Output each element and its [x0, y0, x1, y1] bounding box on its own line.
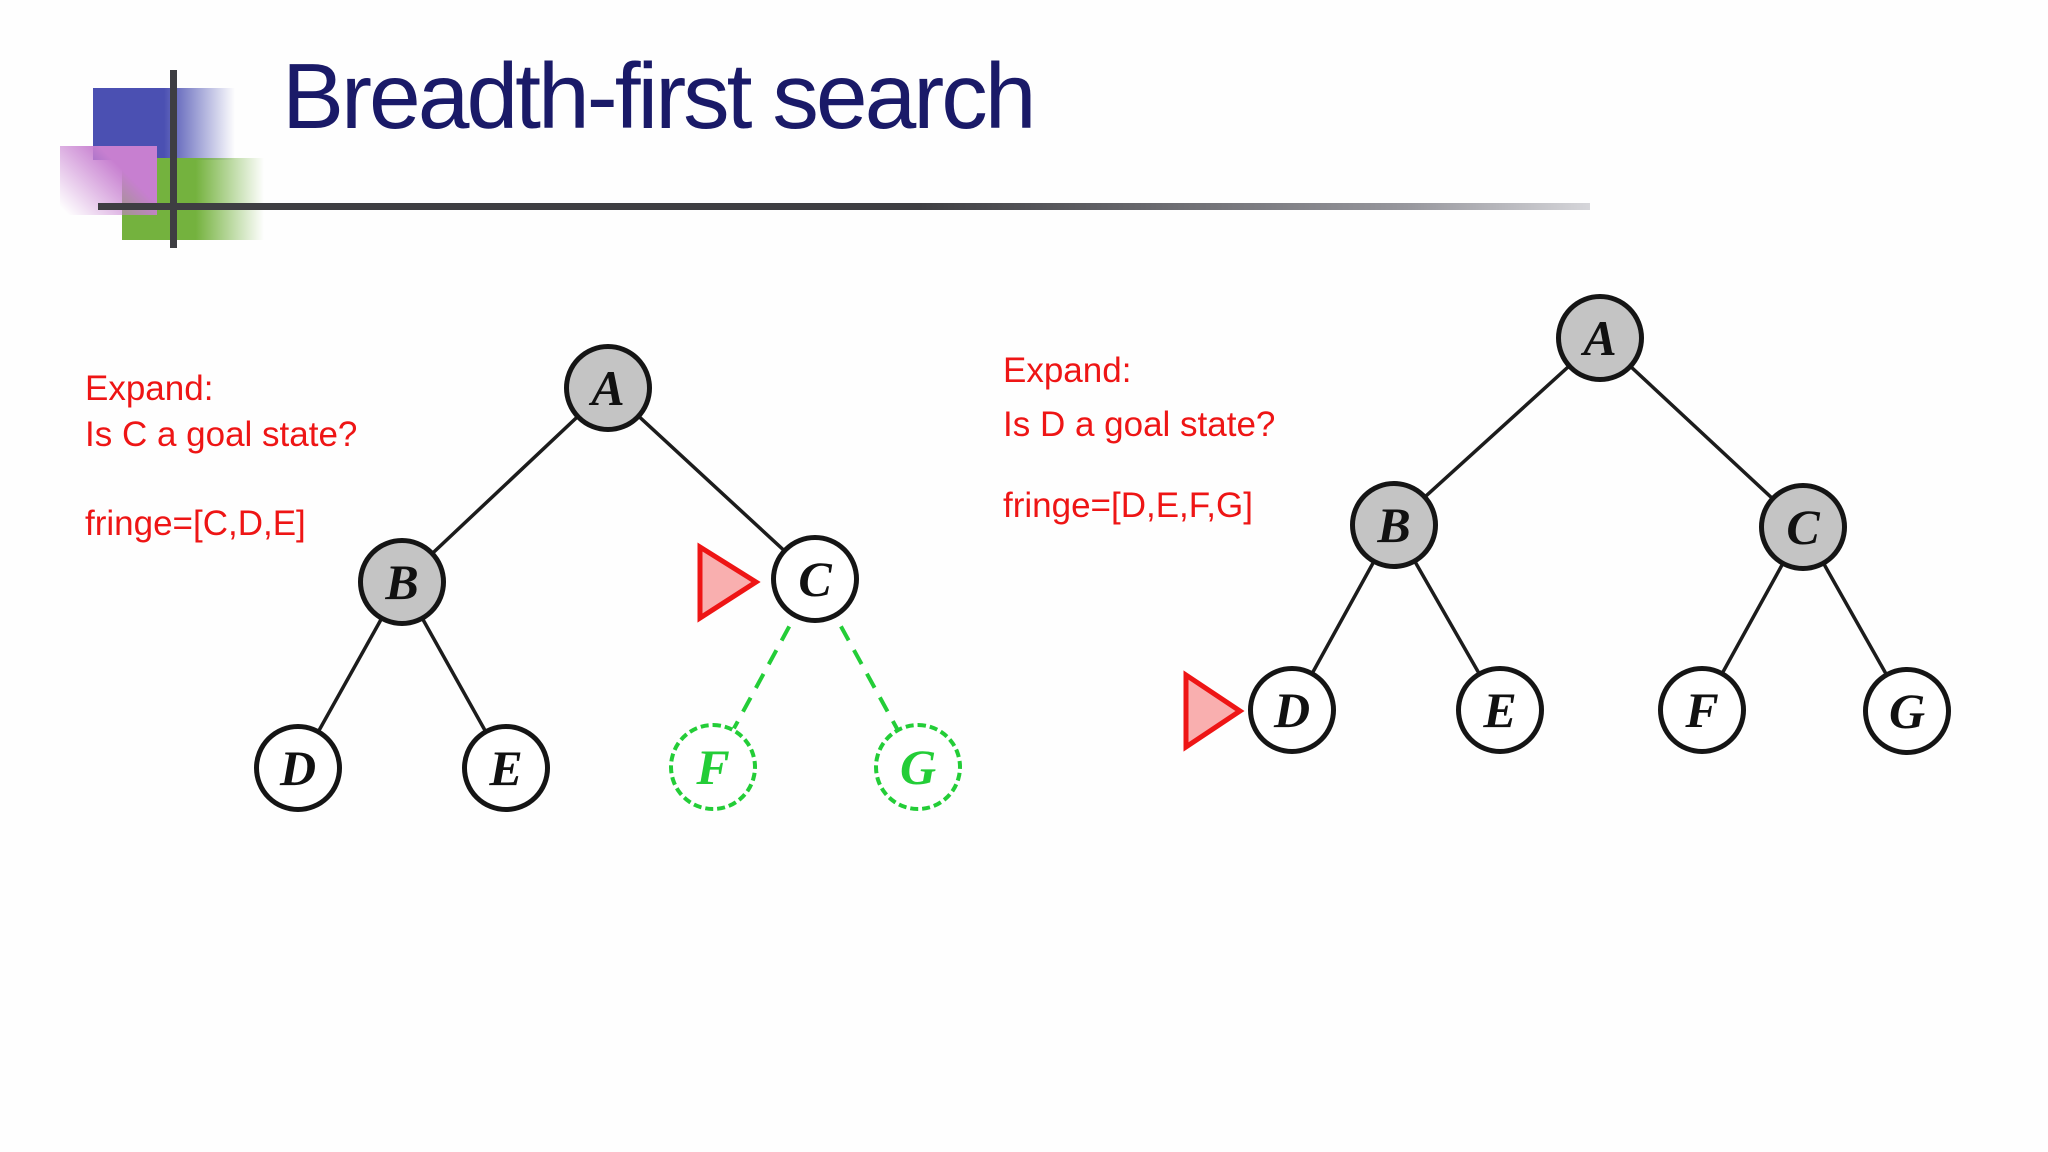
right-expand-note: Expand: fringe=[D,E,F,G]: [1003, 258, 1253, 618]
page-title: Breadth-first search: [282, 44, 1036, 148]
left-pointer-triangle-icon: [697, 542, 761, 623]
left-tree-node-A: A: [564, 344, 652, 432]
left-tree-node-D: D: [254, 724, 342, 812]
fringe-label: fringe=[D,E,F,G]: [1003, 486, 1253, 525]
fringe-label: fringe=[C,D,E]: [85, 504, 306, 543]
right-tree-node-E: E: [1456, 666, 1544, 754]
left-goal-question: Is C a goal state?: [85, 415, 358, 454]
left-tree-node-E: E: [462, 724, 550, 812]
right-tree-node-F: F: [1658, 666, 1746, 754]
expand-label: Expand:: [1003, 351, 1132, 390]
right-tree-node-C: C: [1759, 483, 1847, 571]
right-tree-node-B: B: [1350, 481, 1438, 569]
left-tree-node-C: C: [771, 535, 859, 623]
logo-vertical-rule: [170, 70, 177, 248]
right-goal-question: Is D a goal state?: [1003, 405, 1276, 444]
right-pointer-triangle-icon: [1183, 670, 1245, 752]
title-separator-rule: [98, 203, 1590, 210]
left-tree-node-F: F: [669, 723, 757, 811]
left-expand-note: Expand: fringe=[C,D,E]: [85, 276, 306, 636]
expand-label: Expand:: [85, 369, 214, 408]
right-tree-node-G: G: [1863, 667, 1951, 755]
left-tree-node-B: B: [358, 538, 446, 626]
right-tree-node-A: A: [1556, 294, 1644, 382]
right-tree-node-D: D: [1248, 666, 1336, 754]
left-tree-node-G: G: [874, 723, 962, 811]
